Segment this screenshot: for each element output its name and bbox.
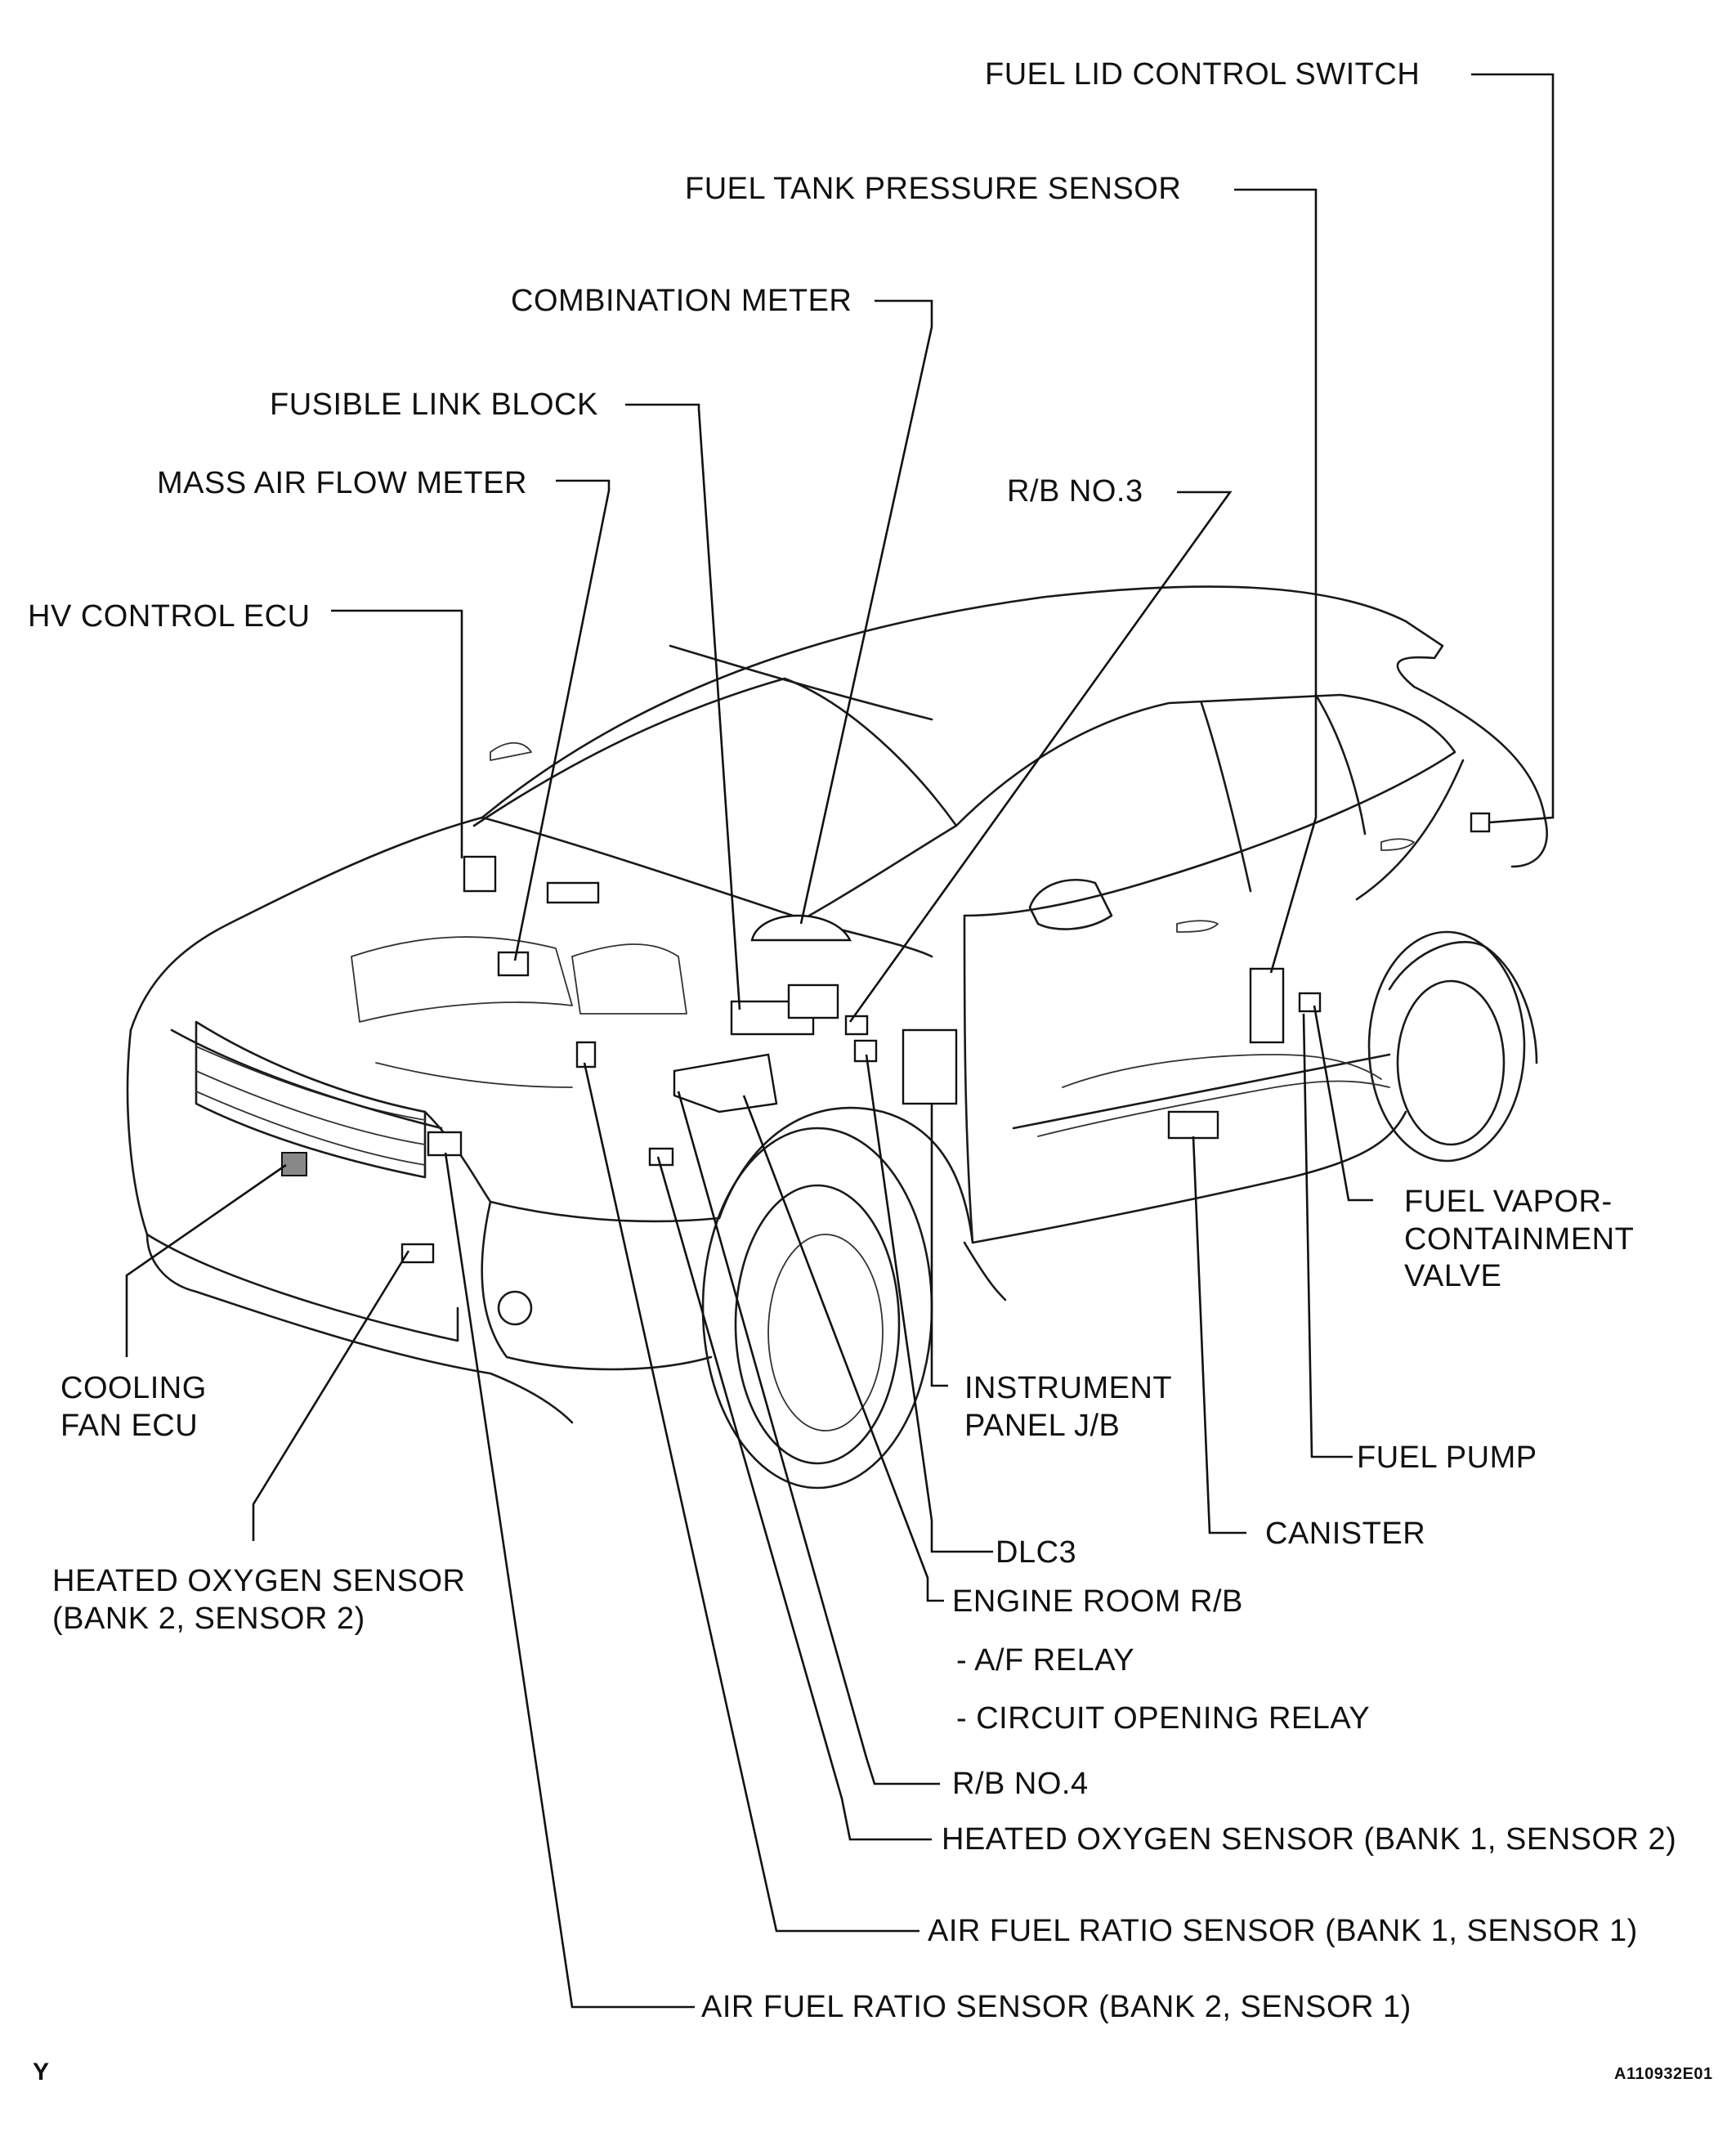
leader-fuel-tank-pressure-sensor bbox=[1234, 188, 1318, 974]
hv-control-ecu-shape bbox=[463, 855, 497, 893]
label-canister: CANISTER bbox=[1265, 1517, 1426, 1551]
label-circuit-opening-relay: - CIRCUIT OPENING RELAY bbox=[956, 1701, 1371, 1736]
leader-cooling-fan-ecu bbox=[125, 1163, 287, 1357]
leader-ho2-b2s2 bbox=[252, 1250, 410, 1541]
figure-code: A110932E01 bbox=[1614, 2065, 1713, 2083]
leader-af-b2s1 bbox=[444, 1152, 695, 2009]
label-r-b-no4: R/B NO.4 bbox=[952, 1767, 1089, 1801]
cooling-duct-shape bbox=[546, 881, 600, 904]
mass-air-flow-meter-shape bbox=[497, 951, 530, 977]
leader-r-b-no3 bbox=[848, 491, 1233, 1023]
label-fusible-link-block: FUSIBLE LINK BLOCK bbox=[270, 388, 598, 422]
fuel-vapor-valve-shape bbox=[1298, 992, 1322, 1013]
cooling-fan-ecu-shape bbox=[281, 1152, 307, 1176]
af-sensor-b1s1-shape bbox=[575, 1041, 597, 1068]
label-fuel-lid-control-switch: FUEL LID CONTROL SWITCH bbox=[985, 57, 1421, 92]
label-cooling-fan-ecu: COOLING FAN ECU bbox=[60, 1371, 207, 1443]
leader-hv-control-ecu bbox=[331, 609, 463, 858]
af-sensor-b2s1-shape bbox=[427, 1131, 463, 1157]
vehicle-illustration bbox=[126, 585, 1548, 1490]
leader-engine-room-rb bbox=[742, 1095, 944, 1602]
dlc3-shape bbox=[853, 1039, 878, 1063]
leader-instrument-panel-jb bbox=[930, 1104, 948, 1387]
leader-af-b1s1 bbox=[583, 1062, 919, 1933]
leader-fusible-link-block bbox=[625, 403, 741, 1010]
leader-fuel-lid-control-switch bbox=[1471, 73, 1555, 824]
leader-fuel-pump bbox=[1302, 1013, 1353, 1458]
fuel-lid-switch-shape bbox=[1470, 812, 1491, 833]
leader-mass-air-flow-meter bbox=[513, 479, 611, 961]
leader-ho2-b1s2 bbox=[656, 1156, 932, 1841]
corner-mark: Y bbox=[33, 2059, 50, 2085]
leader-r-b-no4 bbox=[677, 1091, 940, 1785]
label-fuel-pump: FUEL PUMP bbox=[1357, 1440, 1537, 1475]
instrument-panel-jb-shape bbox=[902, 1028, 958, 1105]
label-af-relay: - A/F RELAY bbox=[956, 1643, 1135, 1678]
label-air-fuel-ratio-sensor-b1s1: AIR FUEL RATIO SENSOR (BANK 1, SENSOR 1) bbox=[928, 1914, 1638, 1948]
leader-dlc3 bbox=[865, 1054, 993, 1553]
canister-shape bbox=[1167, 1110, 1219, 1140]
rb-no4-shape bbox=[673, 1053, 778, 1113]
ho2-sensor-b1s2-shape bbox=[648, 1147, 674, 1167]
label-heated-oxygen-sensor-b1s2: HEATED OXYGEN SENSOR (BANK 1, SENSOR 2) bbox=[942, 1822, 1677, 1857]
rb-no3-shape bbox=[844, 1015, 869, 1036]
leader-canister bbox=[1192, 1136, 1246, 1534]
leader-fuel-vapor-valve bbox=[1313, 1005, 1373, 1202]
leader-lines bbox=[125, 73, 1555, 2009]
engine-room-rb-shape bbox=[787, 983, 839, 1019]
label-mass-air-flow-meter: MASS AIR FLOW METER bbox=[157, 466, 527, 500]
label-fuel-tank-pressure-sensor: FUEL TANK PRESSURE SENSOR bbox=[685, 172, 1182, 206]
label-engine-room-rb: ENGINE ROOM R/B bbox=[952, 1584, 1243, 1619]
label-heated-oxygen-sensor-b2s2: HEATED OXYGEN SENSOR (BANK 2, SENSOR 2) bbox=[52, 1564, 466, 1636]
leader-combination-meter bbox=[799, 299, 933, 925]
fuel-pump-shape bbox=[1249, 967, 1285, 1044]
label-dlc3: DLC3 bbox=[996, 1535, 1077, 1570]
label-instrument-panel-jb: INSTRUMENT PANEL J/B bbox=[964, 1371, 1173, 1443]
label-fuel-vapor-containment-valve: FUEL VAPOR- CONTAINMENT VALVE bbox=[1404, 1185, 1635, 1294]
label-combination-meter: COMBINATION METER bbox=[511, 284, 852, 318]
label-air-fuel-ratio-sensor-b2s1: AIR FUEL RATIO SENSOR (BANK 2, SENSOR 1) bbox=[701, 1990, 1412, 2024]
ho2-sensor-b2s2-shape bbox=[400, 1243, 435, 1264]
label-r-b-no3: R/B NO.3 bbox=[1007, 474, 1143, 508]
label-hv-control-ecu: HV CONTROL ECU bbox=[28, 599, 311, 634]
